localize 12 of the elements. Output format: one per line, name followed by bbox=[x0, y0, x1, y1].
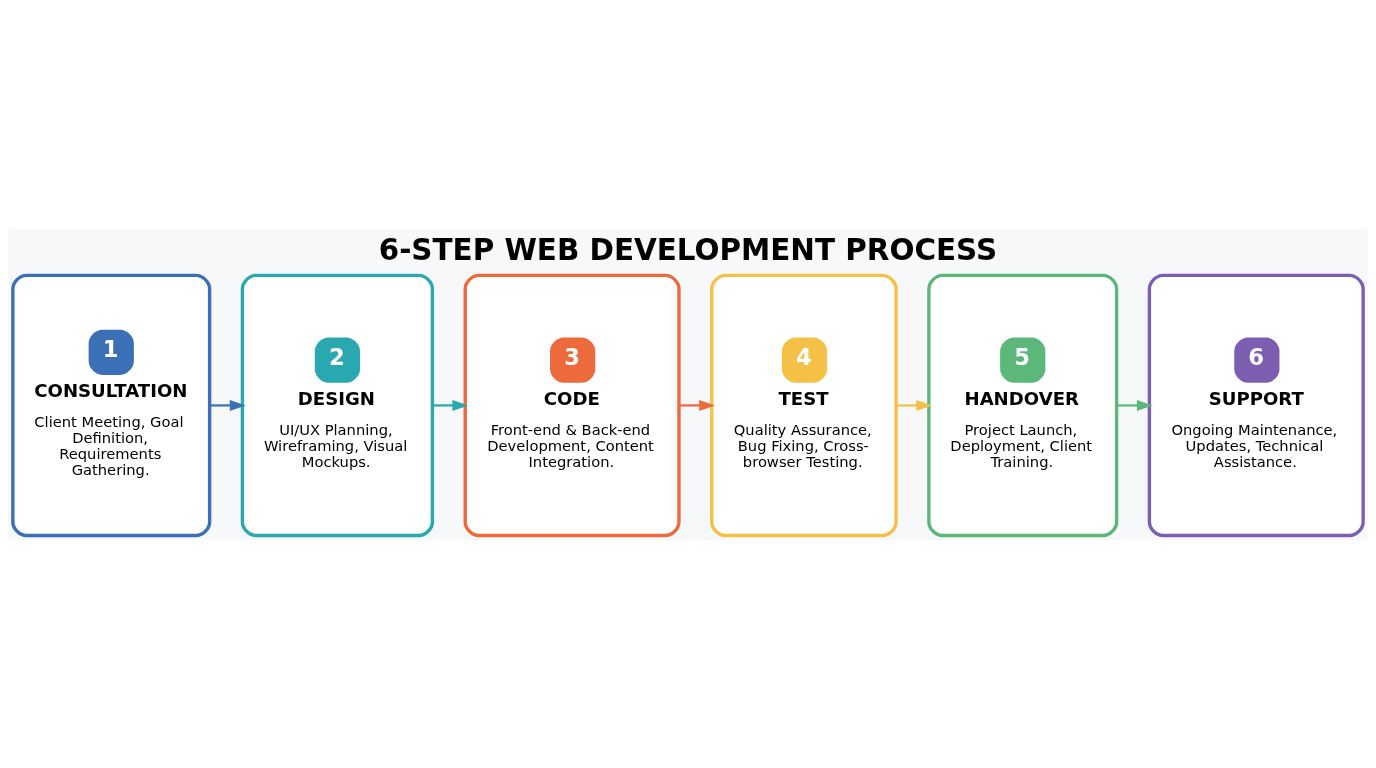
diagram-title: 6-STEP WEB DEVELOPMENT PROCESS bbox=[378, 232, 998, 267]
node-box: 4 TEST Quality Assurance, Bug Fixing, Cross-browser Testing. bbox=[710, 273, 898, 537]
node-box: 6 SUPPORT Ongoing Maintenance, Updates, Technical Assistance. bbox=[1147, 273, 1365, 537]
node-box: 2 DESIGN UI/UX Planning, Wireframing, Visual Mockups. bbox=[240, 273, 435, 537]
arrow bbox=[679, 399, 716, 411]
arrow bbox=[1116, 399, 1153, 411]
node-box: 3 CODE Front-end & Back-end Development, Content Integration. bbox=[463, 273, 681, 537]
arrow bbox=[209, 399, 246, 411]
arrow bbox=[432, 399, 469, 411]
node-box: 1 CONSULTATION Client Meeting, Goal Definition, Requirements Gathering. bbox=[11, 273, 212, 537]
arrow bbox=[896, 399, 933, 411]
node-box: 5 HANDOVER Project Launch, Deployment, Client Training. bbox=[927, 273, 1119, 537]
